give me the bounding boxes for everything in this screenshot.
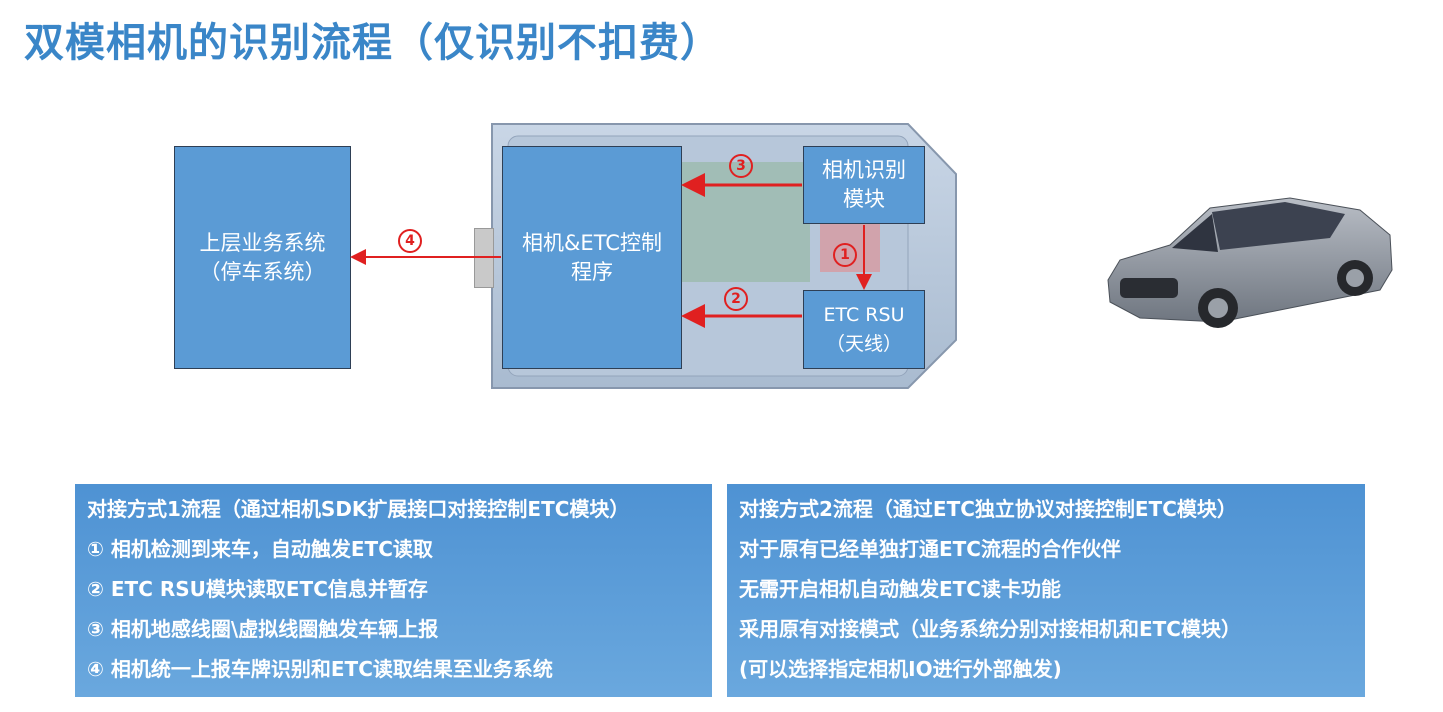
panel-1-step-3: ③ 相机地感线圈\虚拟线圈触发车辆上报 bbox=[87, 617, 439, 641]
panel-2-line-4: (可以选择指定相机IO进行外部触发) bbox=[739, 657, 1062, 681]
etc-rsu-antenna-box: ETC RSU （天线） bbox=[803, 290, 925, 369]
step-badge-2: 2 bbox=[724, 287, 748, 311]
integration-method-1-panel: 对接方式1流程（通过相机SDK扩展接口对接控制ETC模块） ① 相机检测到来车，… bbox=[75, 484, 712, 697]
panel-1-step-2: ② ETC RSU模块读取ETC信息并暂存 bbox=[87, 577, 428, 601]
panel-2-line-2: 无需开启相机自动触发ETC读卡功能 bbox=[739, 577, 1061, 601]
panel-1-step-1: ① 相机检测到来车，自动触发ETC读取 bbox=[87, 537, 433, 561]
step-badge-4: 4 bbox=[398, 229, 422, 253]
control-program-box: 相机&ETC控制 程序 bbox=[502, 146, 682, 369]
panel-1-step-4: ④ 相机统一上报车牌识别和ETC读取结果至业务系统 bbox=[87, 657, 553, 681]
camera-recognition-module-box: 相机识别 模块 bbox=[803, 146, 925, 224]
car-illustration bbox=[1107, 197, 1393, 328]
panel-2-heading: 对接方式2流程（通过ETC独立协议对接控制ETC模块） bbox=[739, 497, 1237, 521]
step-badge-3: 3 bbox=[729, 154, 753, 178]
panel-1-heading: 对接方式1流程（通过相机SDK扩展接口对接控制ETC模块） bbox=[87, 497, 630, 521]
step-badge-1: 1 bbox=[833, 243, 857, 267]
integration-method-2-panel: 对接方式2流程（通过ETC独立协议对接控制ETC模块） 对于原有已经单独打通ET… bbox=[727, 484, 1365, 697]
page-title: 双模相机的识别流程（仅识别不扣费） bbox=[24, 20, 721, 66]
panel-2-line-1: 对于原有已经单独打通ETC流程的合作伙伴 bbox=[739, 537, 1121, 561]
upper-business-system-box: 上层业务系统 （停车系统） bbox=[174, 146, 351, 369]
panel-2-line-3: 采用原有对接模式（业务系统分别对接相机和ETC模块） bbox=[739, 617, 1241, 641]
